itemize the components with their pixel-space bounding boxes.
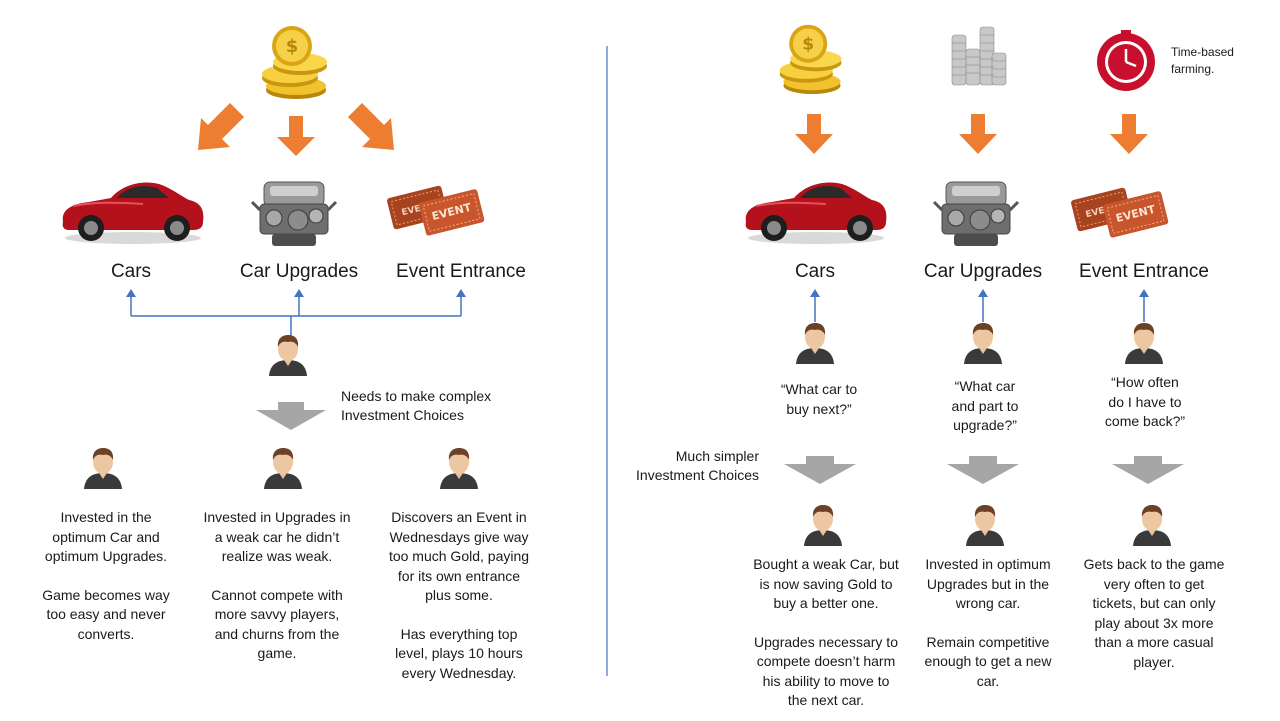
left-category-event-entrance: Event Entrance — [396, 261, 526, 282]
orange-arrows-left — [198, 103, 394, 156]
right-category-event-entrance: Event Entrance — [1079, 261, 1209, 282]
gray-down-arrows — [784, 456, 1184, 484]
panel-divider — [606, 46, 608, 676]
left-outcome-1: Invested in the optimum Car and optimum … — [42, 509, 170, 642]
right-category-car-upgrades: Car Upgrades — [923, 261, 1043, 282]
gray-down-arrow — [256, 402, 326, 430]
left-category-car-upgrades: Car Upgrades — [239, 261, 359, 282]
right-outcome-2: Invested in optimum Upgrades but in the … — [924, 556, 1052, 689]
simpler-note: Much simpler Investment Choices — [636, 448, 759, 483]
person-icon — [1133, 505, 1171, 546]
right-category-cars: Cars — [794, 261, 836, 282]
left-category-cars: Cars — [110, 261, 152, 282]
right-blue-connectors — [810, 289, 1149, 322]
question-event: “How often do I have to come back?” — [1104, 374, 1186, 429]
right-outcome-3: Gets back to the game very often to get … — [1083, 556, 1225, 670]
right-outcome-1: Bought a weak Car, but is now saving Gol… — [753, 556, 899, 708]
question-upgrades: “What car and part to upgrade?” — [951, 378, 1019, 433]
left-outcome-2: Invested in Upgrades in a weak car he di… — [203, 509, 351, 661]
clock-icon — [1097, 30, 1155, 91]
orange-arrows-right — [795, 114, 1148, 154]
left-decision-note: Needs to make complex Investment Choices — [341, 388, 492, 423]
time-based-note: Time-based farming. — [1171, 45, 1234, 76]
question-cars: “What car to buy next?” — [780, 381, 858, 417]
left-outcome-3: Discovers an Event in Wednesdays give wa… — [388, 509, 530, 681]
left-blue-connectors — [126, 289, 466, 338]
